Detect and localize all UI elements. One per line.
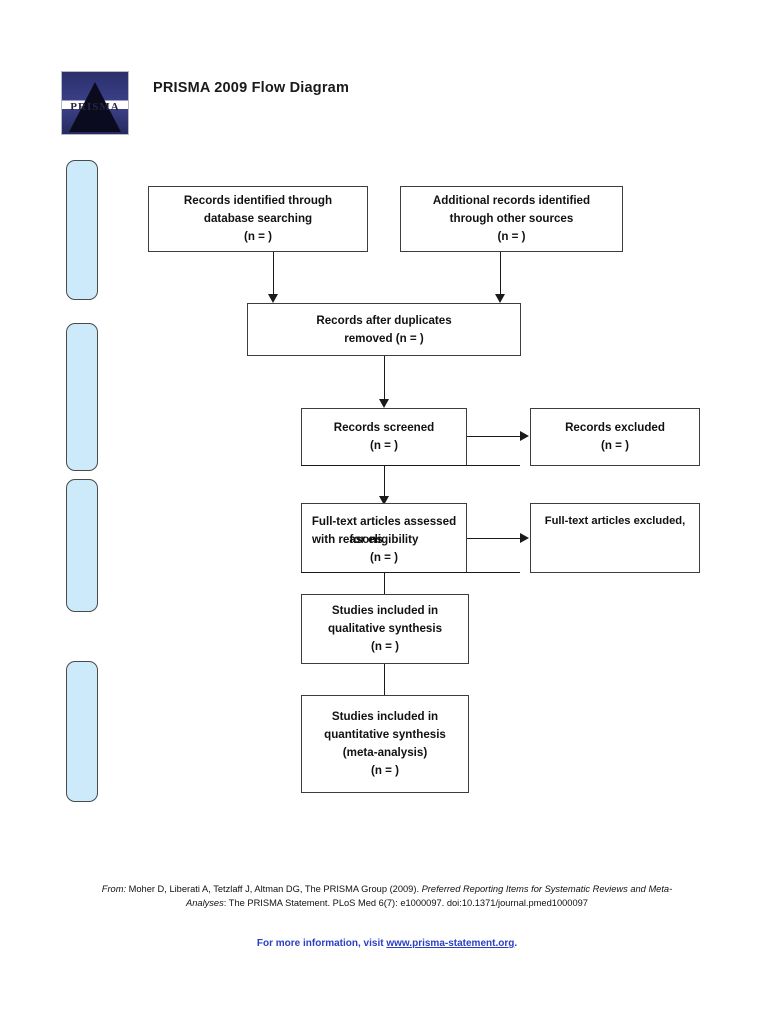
box-records-identified: Records identified through database sear… (148, 186, 368, 252)
citation-footer: From: Moher D, Liberati A, Tetzlaff J, A… (64, 882, 710, 911)
logo-pyramid-icon (69, 82, 121, 132)
connector-screened-to-fulltext (384, 466, 386, 497)
box-records-identified-line1: Records identified through (183, 194, 333, 208)
more-information-line: For more information, visit www.prisma-s… (64, 938, 710, 949)
overlapping-text-artifact: with reasons for eligibility (308, 531, 460, 549)
box-duplicates-removed-count: removed (n = ) (344, 331, 424, 345)
box-duplicates-removed: Records after duplicates removed (n = ) (247, 303, 521, 356)
box-records-screened-count: (n = ) (369, 439, 399, 452)
phase-pill-eligibility (66, 479, 98, 612)
box-additional-records-line1: Additional records identified (432, 194, 591, 208)
box-records-excluded: Records excluded (n = ) (530, 408, 700, 466)
arrowhead-identified-to-duplicates (268, 294, 278, 303)
box-records-excluded-line1: Records excluded (565, 421, 665, 435)
prisma-statement-link[interactable]: www.prisma-statement.org (386, 938, 515, 949)
box-qualitative-synthesis-line2: qualitative synthesis (327, 622, 443, 636)
box-fulltext-assessed-line2: for eligibility (349, 532, 419, 546)
box-fulltext-assessed-line1: Full-text articles assessed (311, 515, 457, 528)
arrowhead-duplicates-to-screened (379, 399, 389, 408)
citation-authors: Moher D, Liberati A, Tetzlaff J, Altman … (128, 884, 422, 894)
box-qualitative-synthesis-line1: Studies included in (331, 604, 439, 618)
connector-fulltext-to-excluded (467, 538, 521, 540)
citation-journal: : The PRISMA Statement. PLoS Med 6(7): e… (223, 898, 588, 909)
box-fulltext-excluded-reasons-stray: with reasons (312, 532, 383, 546)
box-quantitative-synthesis-line3: (meta-analysis) (342, 746, 428, 759)
box-qualitative-synthesis: Studies included in qualitative synthesi… (301, 594, 469, 664)
connector-additional-to-duplicates (500, 252, 502, 295)
connector-identified-to-duplicates (273, 252, 275, 295)
prisma-logo: PRISMA (61, 71, 129, 135)
more-information-period: . (514, 938, 518, 949)
citation-from-label: From: (101, 884, 129, 894)
baseline-extension-screened (301, 465, 520, 467)
box-fulltext-excluded: Full-text articles excluded, (530, 503, 700, 573)
box-additional-records: Additional records identified through ot… (400, 186, 623, 252)
logo-wordmark: PRISMA (70, 101, 120, 113)
box-quantitative-synthesis-line1: Studies included in (331, 710, 439, 724)
citation-title-italic: Preferred Reporting Items for Systematic… (421, 884, 673, 894)
connector-duplicates-to-screened (384, 356, 386, 400)
phase-pill-included (66, 661, 98, 802)
box-records-excluded-count: (n = ) (600, 439, 630, 452)
box-additional-records-line2: through other sources (449, 212, 574, 226)
box-records-screened: Records screened (n = ) (301, 408, 467, 466)
phase-pill-screening (66, 323, 98, 471)
baseline-extension-fulltext (301, 572, 520, 574)
box-qualitative-synthesis-count: (n = ) (370, 639, 400, 653)
box-duplicates-removed-line1: Records after duplicates (316, 313, 452, 327)
citation-title-italic2: Analyses (186, 898, 224, 909)
box-records-screened-line1: Records screened (333, 421, 435, 435)
box-quantitative-synthesis-line2: quantitative synthesis (324, 728, 446, 742)
box-records-identified-line2: database searching (203, 212, 313, 226)
box-records-identified-count: (n = ) (243, 229, 273, 243)
connector-screened-to-excluded (467, 436, 521, 438)
box-additional-records-count: (n = ) (497, 229, 526, 243)
connector-fulltext-to-qualitative (384, 573, 386, 604)
arrowhead-fulltext-to-excluded (520, 533, 529, 543)
box-quantitative-synthesis-count: (n = ) (370, 763, 400, 777)
phase-pill-identification (66, 160, 98, 300)
arrowhead-screened-to-excluded (520, 431, 529, 441)
box-fulltext-assessed-count: (n = ) (369, 550, 399, 564)
arrowhead-additional-to-duplicates (495, 294, 505, 303)
box-fulltext-excluded-line1: Full-text articles excluded, (544, 515, 686, 527)
more-information-label: For more information, visit (256, 938, 387, 949)
arrowhead-screened-to-fulltext (379, 496, 389, 505)
box-fulltext-assessed: Full-text articles assessed with reasons… (301, 503, 467, 573)
box-quantitative-synthesis: Studies included in quantitative synthes… (301, 695, 469, 793)
page-title: PRISMA 2009 Flow Diagram (153, 80, 350, 96)
connector-qualitative-to-quantitative (384, 664, 386, 696)
